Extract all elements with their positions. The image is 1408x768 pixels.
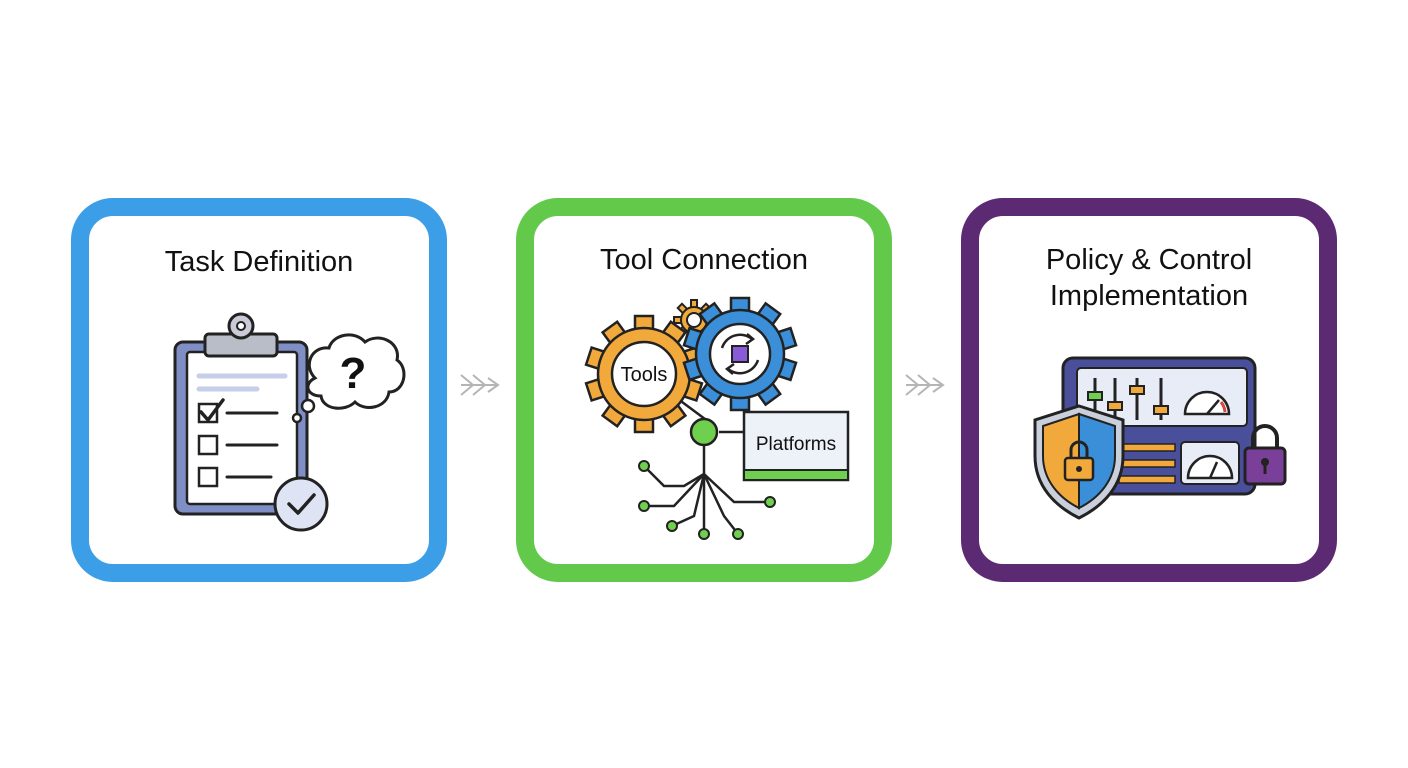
shield-lock-icon — [1033, 404, 1125, 520]
gear-icon: Tools — [584, 314, 704, 434]
task-definition-illustration: ? — [173, 312, 406, 532]
circuit-node — [638, 460, 776, 540]
step-title-line: Task Definition — [164, 246, 354, 278]
gear-icon — [682, 296, 798, 412]
step-title-line: Policy & Control — [1045, 244, 1253, 276]
question-bubble-icon: ? — [291, 333, 406, 424]
step-card-policy-control: Policy & Control Implementation — [961, 198, 1337, 582]
clipboard-checklist-icon — [173, 312, 309, 516]
svg-text:?: ? — [340, 349, 367, 398]
step-title: Policy & Control Implementation — [979, 242, 1319, 314]
step-card-tool-connection: Tool Connection — [516, 198, 892, 582]
tool-connection-illustration: Tools — [584, 296, 850, 540]
platforms-label: Platforms — [756, 434, 836, 455]
circuit-hub-node — [689, 417, 719, 447]
policy-control-illustration — [1033, 356, 1287, 520]
double-chevron-arrow-icon — [905, 374, 945, 396]
step-title-line: Implementation — [1049, 280, 1249, 312]
step-card-task-definition: Task Definition — [71, 198, 447, 582]
double-chevron-arrow-icon — [460, 374, 500, 396]
checkmark-badge-icon — [273, 476, 329, 532]
padlock-icon — [1243, 424, 1287, 486]
tools-label: Tools — [621, 364, 668, 386]
gauge-icon — [1183, 390, 1231, 416]
step-title: Task Definition — [89, 244, 429, 280]
gauge-icon — [1180, 441, 1240, 485]
platforms-box: Platforms — [742, 410, 850, 482]
step-title: Tool Connection — [534, 242, 874, 278]
step-title-line: Tool Connection — [600, 244, 808, 276]
